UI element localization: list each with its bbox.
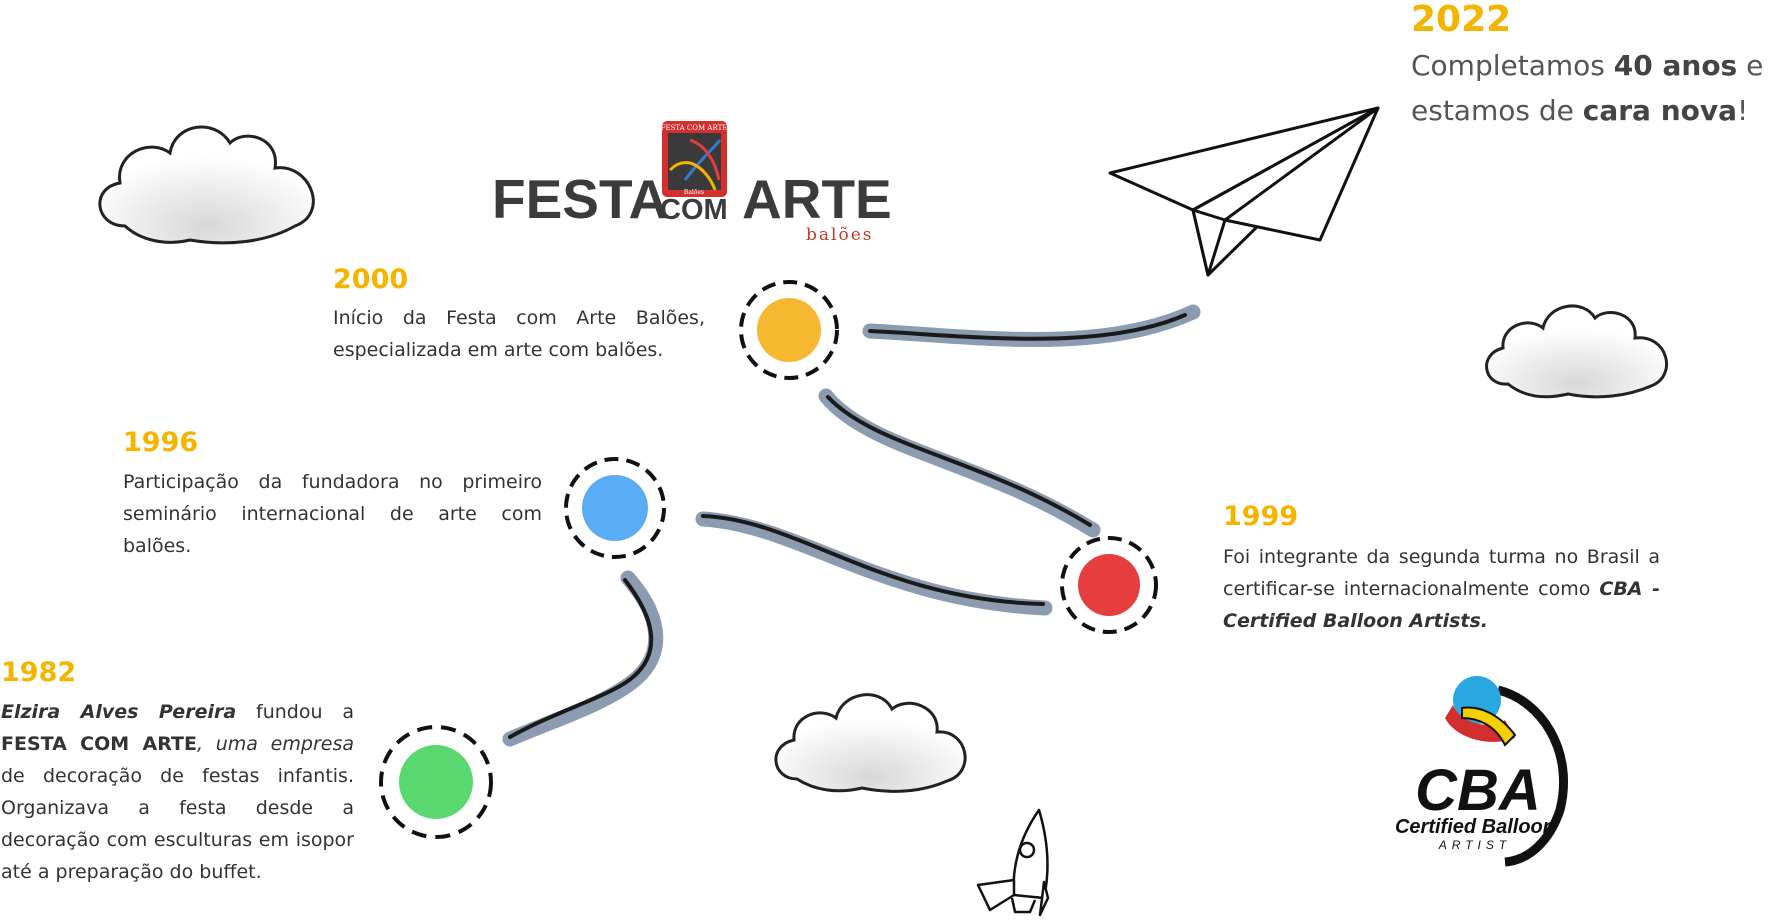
paper-plane-icon [1108, 106, 1380, 277]
timeline-connector-1996-1999 [695, 511, 1053, 616]
milestone-year-1996: 1996 [123, 427, 199, 458]
badge-top-text: FESTA COM ARTE [661, 124, 728, 132]
cba-abbr: CBA [1415, 758, 1541, 823]
milestone-year-1982: 1982 [1, 657, 77, 688]
milestone-text-1982: Elzira Alves Pereira fundou a FESTA COM … [1, 701, 354, 883]
logo-festa: FESTA [492, 168, 669, 230]
cloud-icon [774, 693, 967, 793]
milestone-text-2022: Completamos 40 anos e estamos de cara no… [1411, 49, 1764, 127]
logo-com: COM [660, 194, 728, 226]
rocket-icon [976, 808, 1050, 917]
milestone-dot-1999 [1060, 536, 1158, 634]
cba-logo: CBA Certified Balloon ARTIST [1395, 676, 1569, 867]
cloud-icon [98, 125, 315, 245]
timeline-connector-2000-1999 [818, 388, 1101, 538]
milestone-dot-1996 [564, 457, 666, 559]
badge-bottom-text: Balões [684, 189, 704, 196]
festa-com-arte-badge-icon: FESTA COM ARTE Balões [661, 121, 728, 197]
logo-baloes: balões [806, 225, 874, 245]
cba-line2: ARTIST [1438, 838, 1511, 852]
milestone-text-1999: Foi integrante da segunda turma no Brasi… [1223, 546, 1660, 632]
timeline-connector-2000-2022 [862, 304, 1201, 347]
logo-arte: ARTE [742, 168, 892, 230]
milestone-dot-2000 [739, 280, 839, 380]
cba-line1: Certified Balloon [1395, 816, 1555, 838]
milestone-year-1999: 1999 [1223, 501, 1299, 532]
timeline-connector-1982-1996 [502, 570, 664, 747]
cloud-icon [1485, 304, 1668, 399]
milestone-text-1996: Participação da fundadora no primeiro se… [123, 471, 542, 557]
milestone-year-2000: 2000 [333, 264, 409, 295]
milestone-year-2022: 2022 [1411, 0, 1512, 40]
milestone-dot-1982 [379, 725, 493, 839]
milestone-text-2000: Início da Festa com Arte Balões, especia… [333, 307, 705, 361]
